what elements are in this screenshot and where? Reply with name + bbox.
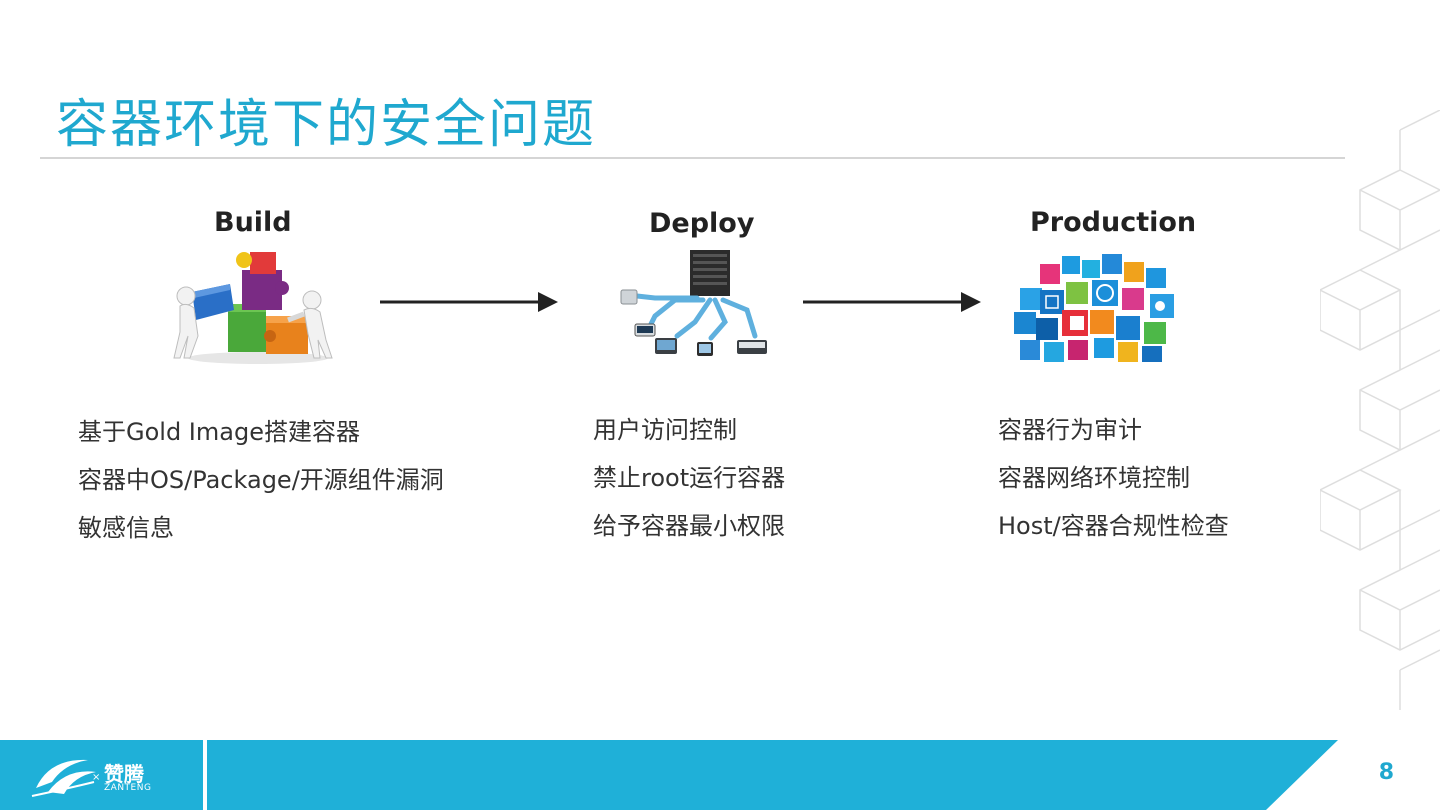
list-item: 基于Gold Image搭建容器: [78, 418, 360, 446]
stage-label-production: Production: [1030, 207, 1197, 238]
server-network-icon: [620, 250, 767, 356]
list-item: 容器网络环境控制: [998, 464, 1190, 492]
svg-text:×: ×: [92, 772, 100, 783]
list-item: Host/容器合规性检查: [998, 512, 1229, 540]
list-item: 容器行为审计: [998, 416, 1142, 444]
page-number: 8: [1378, 760, 1394, 785]
app-cubes-icon: [1010, 252, 1180, 364]
stage-label-build: Build: [214, 207, 292, 238]
slide-title: 容器环境下的安全问题: [56, 95, 597, 155]
list-item: 给予容器最小权限: [593, 512, 785, 540]
list-item: 敏感信息: [78, 514, 174, 542]
cube-pattern-icon: [1320, 110, 1440, 710]
deploy-bullet-list: 用户访问控制 禁止root运行容器 给予容器最小权限: [593, 406, 785, 550]
title-divider: [40, 157, 1345, 159]
build-bullet-list: 基于Gold Image搭建容器 容器中OS/Package/开源组件漏洞 敏感…: [78, 408, 444, 552]
footer-bar: × 赞腾 ZANTENG 8: [0, 740, 1440, 810]
stage-label-deploy: Deploy: [649, 208, 755, 239]
flow-arrow-icon: [380, 292, 558, 312]
list-item: 用户访问控制: [593, 416, 737, 444]
logo-text-cn: 赞腾: [104, 762, 144, 786]
list-item: 禁止root运行容器: [593, 464, 786, 492]
logo-text-en: ZANTENG: [104, 783, 152, 793]
footer-band-icon: [0, 740, 1338, 810]
puzzle-team-icon: [173, 252, 333, 364]
list-item: 容器中OS/Package/开源组件漏洞: [78, 466, 444, 494]
production-bullet-list: 容器行为审计 容器网络环境控制 Host/容器合规性检查: [998, 406, 1229, 550]
flow-arrow-icon: [803, 292, 981, 312]
zanteng-logo-icon: ×: [31, 759, 100, 797]
